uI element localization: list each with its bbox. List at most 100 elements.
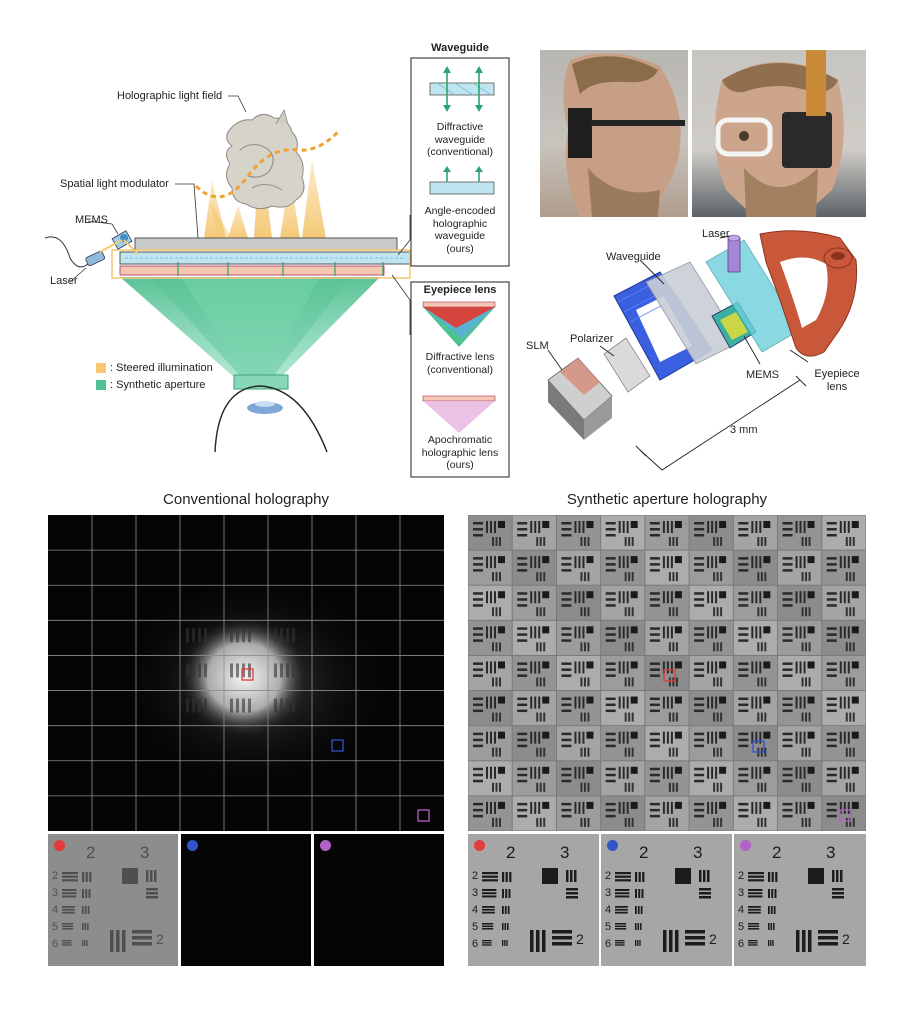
tile-bar <box>666 556 669 569</box>
tile-bar <box>649 709 660 713</box>
tile-bar <box>670 521 673 533</box>
tile-bar <box>738 598 749 601</box>
usaf-bar-h <box>748 879 764 882</box>
tile-bar <box>631 572 634 582</box>
tile-square <box>586 556 594 564</box>
tile-bar <box>707 661 710 674</box>
tile-bar <box>715 766 718 779</box>
tile-bar <box>492 677 494 687</box>
tile-bar <box>738 779 749 783</box>
tile-bar <box>755 801 758 814</box>
tile-bar <box>605 563 616 566</box>
tile-bar <box>543 677 546 687</box>
usaf-bar-v <box>635 940 637 946</box>
tile-bar <box>582 766 585 779</box>
tile-bar <box>561 738 572 742</box>
tile-bar <box>534 801 537 814</box>
usaf-bar-h <box>146 896 158 899</box>
tile-bar <box>626 661 629 674</box>
tile-bar <box>713 712 716 722</box>
tile-bar <box>473 592 483 595</box>
tile-bar <box>582 696 585 709</box>
tile-square <box>674 801 682 809</box>
usaf-bar-v <box>89 872 92 882</box>
marker-red-syn <box>663 669 676 682</box>
chart-bar-texture <box>192 663 195 678</box>
tile-bar <box>473 668 483 671</box>
usaf-bar-v <box>772 940 774 946</box>
tile-bar <box>517 598 528 601</box>
tile-bar <box>662 521 665 533</box>
tile-bar <box>473 767 483 771</box>
tile-bar <box>473 674 483 677</box>
tile-bar <box>738 744 749 748</box>
laser-icon <box>44 236 106 268</box>
tile-square <box>674 696 682 704</box>
chart-bar-texture <box>198 698 201 713</box>
tile-bar <box>760 712 763 722</box>
tile-bar <box>473 808 483 812</box>
tile-square <box>498 766 505 774</box>
tile-bar <box>580 782 583 792</box>
tile-bar <box>826 697 837 701</box>
tile-bar <box>826 773 837 777</box>
tile-bar <box>587 607 590 617</box>
tile-square <box>763 626 771 634</box>
tile-bar <box>720 712 723 722</box>
tile-bar <box>839 591 842 604</box>
tile-bar <box>543 642 546 652</box>
chart-bar-texture <box>186 698 189 713</box>
tile-bar <box>622 626 625 639</box>
tile-bar <box>605 738 616 742</box>
usaf-bar-v <box>796 930 800 952</box>
usaf-bar-h <box>482 892 497 895</box>
usaf-bar-v <box>82 940 84 946</box>
usaf-element-number: 5 <box>738 921 744 933</box>
tile-bar <box>587 712 590 722</box>
tile-bar <box>561 592 572 595</box>
tile-bar <box>517 779 528 783</box>
usaf-element-number: 5 <box>605 921 611 933</box>
tile-bar <box>803 521 806 533</box>
tile-square <box>763 731 771 739</box>
tile-bar <box>582 556 585 569</box>
tile-bar <box>624 782 627 792</box>
tile-bar <box>618 696 621 709</box>
tile-bar <box>826 604 837 607</box>
tile-bar <box>694 779 705 783</box>
tile-bar <box>538 556 541 569</box>
tile-bar <box>473 738 483 742</box>
tile-bar <box>580 817 583 827</box>
usaf-element-number: 2 <box>738 870 744 882</box>
tile-bar <box>473 802 483 806</box>
tile-bar <box>580 537 583 546</box>
usaf-bar-h <box>62 875 78 878</box>
chart-bar-texture <box>204 698 207 713</box>
tile-bar <box>799 661 802 674</box>
tile-bar <box>805 782 808 792</box>
usaf-bar-v <box>635 872 638 882</box>
usaf-corner-number: 2 <box>156 931 164 947</box>
tile-bar <box>624 572 627 582</box>
tile-bar <box>517 633 528 636</box>
tile-bar <box>605 592 616 595</box>
tile-square <box>851 661 859 669</box>
tile-bar <box>849 572 852 582</box>
tile-bar <box>751 521 754 533</box>
tile-bar <box>517 668 528 671</box>
tile-bar <box>486 626 488 639</box>
marker-purple-conv <box>417 809 430 822</box>
usaf-bar-h <box>146 888 158 891</box>
render-eyepiece-label: Eyepiece lens <box>814 368 860 393</box>
usaf-bar-h <box>62 911 75 914</box>
tile-bar <box>852 572 855 582</box>
tile-bar <box>755 626 758 639</box>
light-field-curve <box>194 130 340 199</box>
usaf-element-number: 2 <box>605 870 611 882</box>
usaf-bar-h <box>748 889 763 891</box>
tile-bar <box>795 766 798 779</box>
tile-bar <box>847 766 850 779</box>
tile-bar <box>808 677 811 687</box>
tile-bar <box>839 626 842 639</box>
